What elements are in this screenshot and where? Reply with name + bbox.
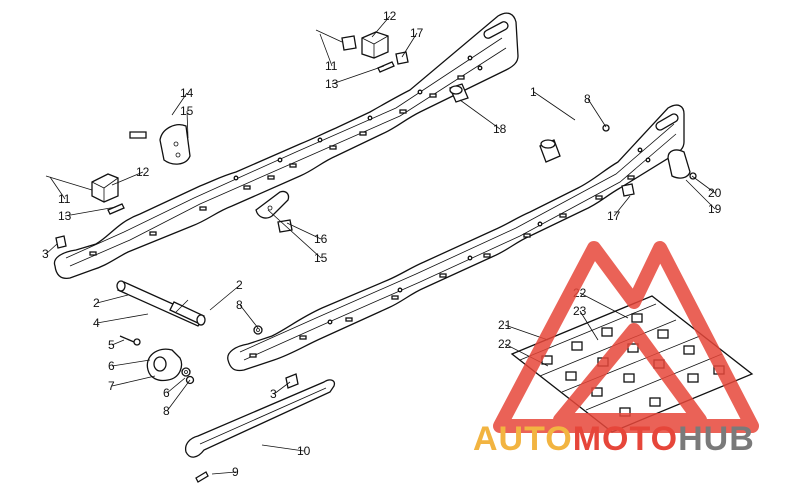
leader-line (211, 471, 237, 475)
leader-line (209, 284, 241, 311)
left-rail-holes (89, 55, 483, 256)
leader-line (261, 444, 305, 452)
part-number-label: 6 (108, 359, 115, 373)
part-number-label: 1 (530, 85, 537, 99)
watermark-triangle (493, 241, 759, 433)
leader-line (45, 243, 58, 255)
part-number-label: 3 (270, 387, 277, 401)
bracket-center (255, 190, 293, 233)
part-number-label: 8 (584, 92, 591, 106)
part-number-label: 6 (163, 386, 170, 400)
part-number-label: 11 (58, 192, 71, 206)
part-number-label: 21 (498, 318, 512, 332)
part-number-label: 2 (236, 278, 243, 292)
part-number-label: 10 (297, 444, 311, 458)
leader-line (319, 33, 333, 67)
part-number-label: 19 (708, 202, 722, 216)
leader-line (111, 339, 125, 346)
leader-line (96, 294, 129, 304)
part-number-label: 9 (232, 465, 239, 479)
leader-line (166, 377, 186, 394)
part-number-label: 12 (383, 9, 397, 23)
spacer-upper (449, 83, 469, 103)
part-number-label: 7 (108, 379, 115, 393)
slide-screw (195, 471, 209, 483)
leader-line (587, 98, 607, 128)
part-number-label: 8 (236, 298, 243, 312)
right-rail (227, 104, 685, 372)
part-number-label: 13 (325, 77, 339, 91)
watermark-moto: MOTO (573, 420, 678, 458)
leader-line (579, 292, 629, 319)
spacer-lower (539, 139, 561, 163)
leader-lines (45, 15, 716, 475)
part-number-label: 20 (708, 186, 722, 200)
leader-line (239, 304, 259, 329)
watermark-hub: HUB (678, 420, 755, 458)
watermark-logo (493, 241, 759, 433)
part-number-label: 15 (314, 251, 328, 265)
part-number-label: 23 (573, 304, 587, 318)
part-number-label: 16 (314, 232, 328, 246)
leader-line (331, 65, 385, 85)
leader-line (533, 91, 576, 121)
bracket-left (129, 124, 191, 165)
fasteners (55, 51, 635, 389)
slide-wear-strip (184, 379, 336, 458)
idler-wheel (119, 335, 191, 382)
leader-line (96, 313, 149, 324)
leader-line (186, 110, 189, 139)
part-number-label: 18 (493, 122, 507, 136)
leader-line (267, 209, 322, 259)
part-labels: 1223345667888910111112121313141515161717… (42, 9, 722, 479)
part-number-label: 11 (325, 59, 338, 73)
leader-line (171, 92, 188, 116)
suspension-mount-left (45, 173, 125, 215)
left-rail (53, 12, 519, 280)
leader-line (613, 195, 631, 217)
part-number-label: 14 (180, 86, 194, 100)
part-number-label: 3 (42, 247, 49, 261)
cross-shaft (116, 280, 206, 327)
watermark-auto: AUTO (473, 420, 573, 458)
leader-line (111, 359, 151, 367)
leader-line (166, 379, 191, 412)
part-number-label: 12 (136, 165, 150, 179)
part-number-label: 8 (163, 404, 170, 418)
leader-line (49, 176, 66, 200)
part-number-label: 17 (607, 209, 621, 223)
part-number-label: 13 (58, 209, 72, 223)
part-number-label: 5 (108, 338, 115, 352)
part-number-label: 4 (93, 316, 100, 330)
leader-line (111, 171, 144, 186)
part-number-label: 15 (180, 104, 194, 118)
leader-line (286, 222, 322, 240)
bracket-right (667, 149, 697, 180)
leader-line (691, 175, 716, 194)
part-number-label: 2 (93, 296, 100, 310)
leader-line (685, 179, 716, 210)
leader-line (579, 310, 599, 341)
part-number-label: 22 (498, 337, 512, 351)
part-number-label: 17 (410, 26, 424, 40)
leader-line (64, 206, 117, 217)
leader-line (371, 15, 391, 38)
right-rail-holes (249, 147, 651, 358)
suspension-mount-top (315, 29, 395, 73)
leader-line (459, 99, 501, 130)
leader-line (401, 32, 418, 58)
leader-line (273, 381, 291, 395)
leader-line (111, 375, 156, 387)
watermark-text: AUTOMOTOHUB (473, 420, 755, 458)
